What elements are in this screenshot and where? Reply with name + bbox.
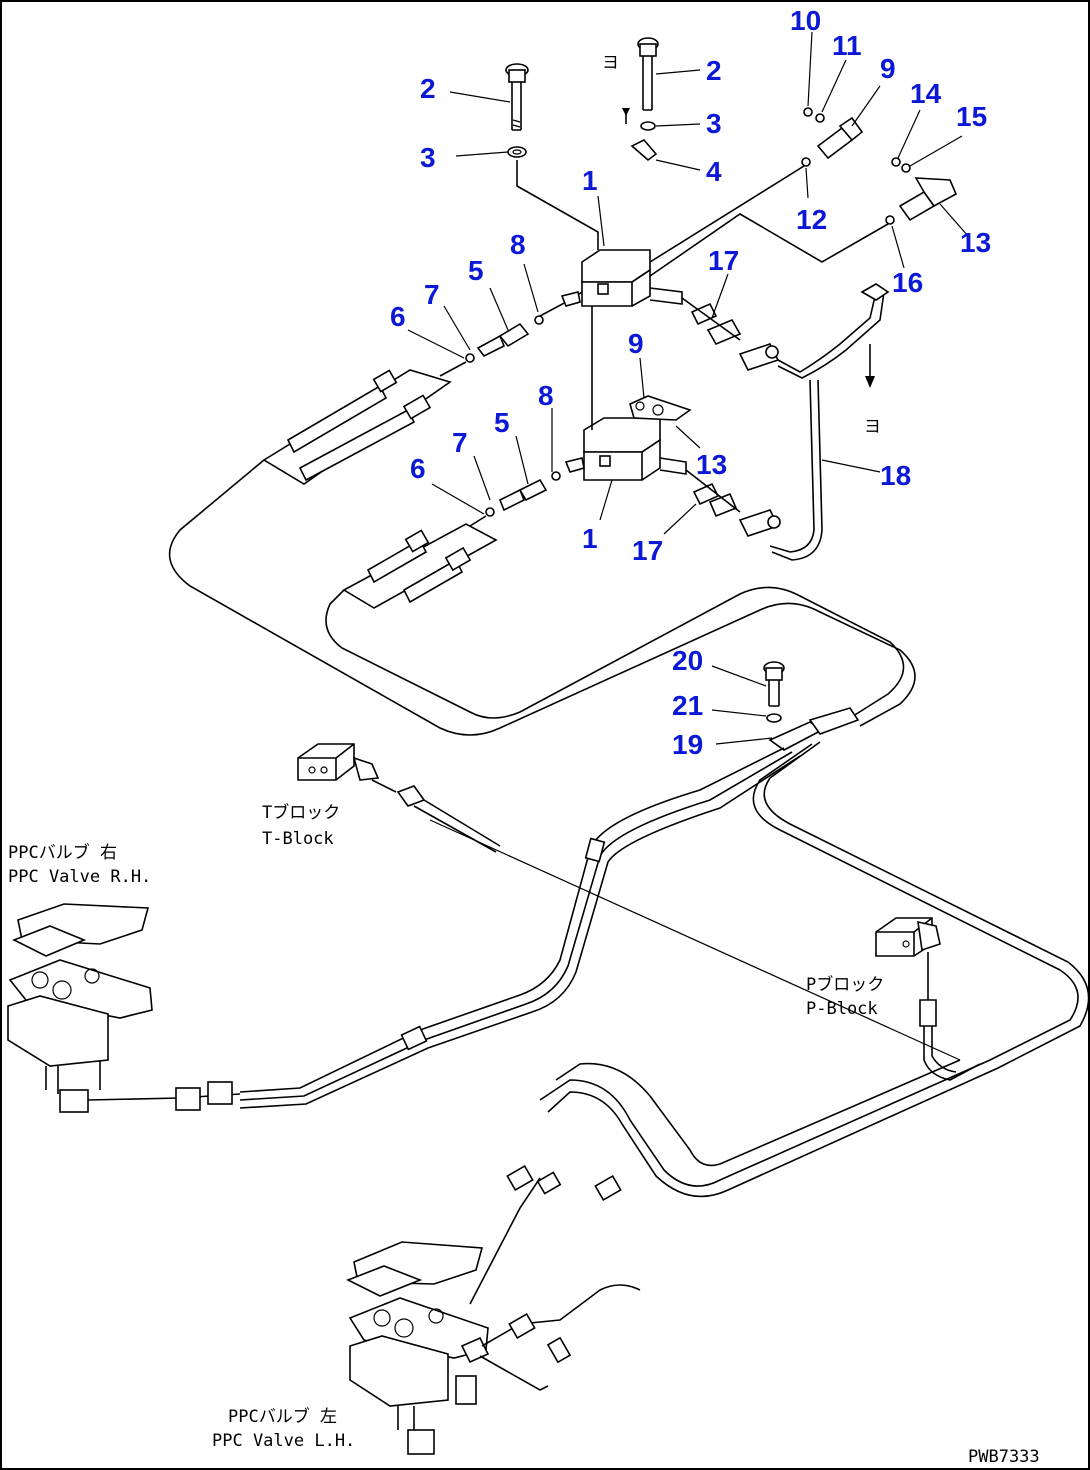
upper-valve-block bbox=[581, 249, 683, 307]
upper-left-hose-plate bbox=[262, 369, 452, 485]
callout-18: 18 bbox=[880, 460, 911, 491]
ppc-valve-rh bbox=[7, 903, 241, 1113]
mark-a-top: ヨ bbox=[602, 53, 619, 73]
callout-3-left: 3 bbox=[420, 142, 436, 173]
bolt-center bbox=[622, 37, 659, 162]
callout-13-middle: 13 bbox=[696, 449, 727, 480]
bolt-left bbox=[505, 63, 599, 250]
callout-19: 19 bbox=[672, 729, 703, 760]
callout-9-middle: 9 bbox=[628, 328, 644, 359]
component-labels: Tブロック T-Block Pブロック P-Block PPCバルブ 右 PPC… bbox=[8, 802, 1040, 1467]
callout-13-right: 13 bbox=[960, 227, 991, 258]
p-block-label-jp: Pブロック bbox=[806, 974, 884, 995]
callout-6-lower: 6 bbox=[410, 453, 426, 484]
callout-20: 20 bbox=[672, 645, 703, 676]
callout-9-top: 9 bbox=[880, 53, 896, 84]
line-work bbox=[7, 31, 1090, 1455]
ppc-valve-lh-label-en: PPC Valve L.H. bbox=[212, 1431, 355, 1451]
callout-1-lower: 1 bbox=[582, 523, 598, 554]
ppc-valve-rh-label-en: PPC Valve R.H. bbox=[8, 867, 151, 887]
callout-labels: 1 1 2 2 3 3 4 5 5 6 6 7 7 8 8 9 9 10 11 … bbox=[390, 5, 991, 760]
t-block-label-jp: Tブロック bbox=[262, 802, 340, 823]
callout-5-lower: 5 bbox=[494, 407, 510, 438]
lower-left-hose-plate bbox=[342, 523, 498, 609]
callout-7-lower: 7 bbox=[452, 427, 468, 458]
callout-21: 21 bbox=[672, 690, 703, 721]
drawing-id: PWB7333 bbox=[968, 1447, 1040, 1467]
callout-3-center: 3 bbox=[706, 108, 722, 139]
callout-8-lower: 8 bbox=[538, 380, 554, 411]
p-block bbox=[875, 917, 981, 1081]
callout-14: 14 bbox=[910, 78, 942, 109]
callout-5-upper: 5 bbox=[468, 255, 484, 286]
leader-lines bbox=[407, 31, 969, 745]
callout-2-left: 2 bbox=[420, 73, 436, 104]
callout-7-upper: 7 bbox=[424, 279, 440, 310]
ppc-valve-rh-label-jp: PPCバルブ 右 bbox=[8, 842, 117, 863]
callout-8-upper: 8 bbox=[510, 229, 526, 260]
callout-15: 15 bbox=[956, 101, 987, 132]
callout-17-lower: 17 bbox=[632, 535, 663, 566]
callout-10: 10 bbox=[790, 5, 821, 36]
callout-1-upper: 1 bbox=[582, 165, 598, 196]
callout-6-upper: 6 bbox=[390, 301, 406, 332]
callout-11: 11 bbox=[832, 30, 862, 61]
mark-a-bottom: ヨ bbox=[864, 417, 881, 437]
lower-valve-block bbox=[583, 395, 692, 481]
ppc-valve-lh-label-jp: PPCバルブ 左 bbox=[228, 1406, 337, 1427]
ppc-valve-lh bbox=[346, 1164, 641, 1455]
callout-12: 12 bbox=[796, 204, 827, 235]
p-block-label-en: P-Block bbox=[806, 999, 878, 1019]
callout-16: 16 bbox=[892, 267, 923, 298]
hose-clamp bbox=[763, 661, 860, 751]
callout-4: 4 bbox=[706, 156, 722, 187]
t-block bbox=[297, 743, 501, 853]
t-block-label-en: T-Block bbox=[262, 829, 334, 849]
callout-2-center: 2 bbox=[706, 55, 722, 86]
callout-17-upper: 17 bbox=[708, 245, 739, 276]
reference-marks: ヨ ヨ bbox=[602, 53, 881, 437]
